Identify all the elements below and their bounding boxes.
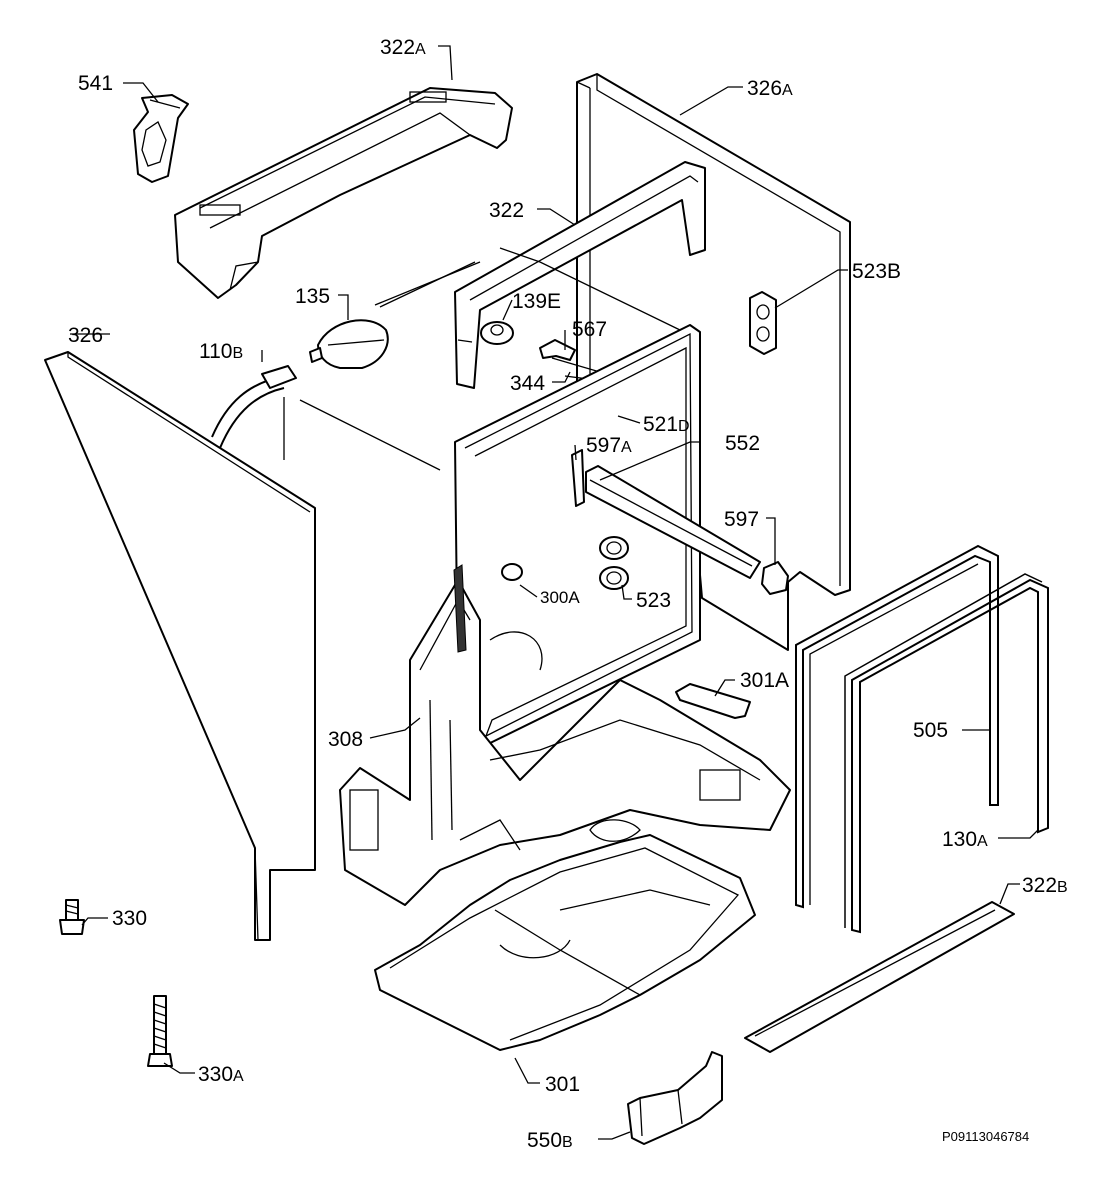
part-541-clip: [133, 94, 189, 183]
label-597a: 597A: [586, 434, 632, 457]
label-505: 505: [913, 719, 948, 742]
label-301: 301: [545, 1073, 580, 1096]
part-110b-hose: [211, 365, 297, 460]
part-523-nozzles: [599, 536, 629, 590]
label-523: 523: [636, 589, 671, 612]
label-130a: 130A: [942, 828, 988, 851]
label-330: 330: [112, 907, 147, 930]
label-326: 326: [68, 324, 103, 347]
part-130a-seal: [844, 573, 1049, 934]
part-135-dispenser: [309, 319, 389, 369]
part-139e-nut: [480, 321, 514, 345]
leader-lines: [70, 45, 1039, 1140]
part-523b-grommet: [749, 291, 777, 355]
part-301-base-tray: [374, 834, 756, 1051]
label-322: 322: [489, 199, 524, 222]
part-tub-front-frame: [454, 324, 701, 749]
label-541: 541: [78, 72, 113, 95]
label-597: 597: [724, 508, 759, 531]
label-301a: 301A: [740, 669, 789, 692]
diagram-code: P09113046784: [942, 1129, 1029, 1144]
part-308-base-assembly: [339, 564, 791, 906]
label-139e: 139E: [512, 290, 561, 313]
label-326a: 326A: [747, 77, 793, 100]
part-301a-cover: [675, 683, 751, 719]
part-330a-screw: [147, 995, 173, 1067]
label-567: 567: [572, 318, 607, 341]
part-597a-holder: [571, 449, 585, 507]
part-550b-bracket: [627, 1051, 723, 1145]
part-322a-top-bracket: [174, 87, 513, 299]
label-523b: 523B: [852, 260, 901, 283]
label-344: 344: [510, 372, 545, 395]
label-552: 552: [725, 432, 760, 455]
label-330a: 330A: [198, 1063, 244, 1086]
part-552-rail: [585, 465, 761, 579]
part-597-holder: [761, 561, 789, 595]
label-322a: 322A: [380, 36, 426, 59]
part-326-side-panel: [44, 351, 316, 941]
part-505-seal: [795, 544, 999, 909]
part-tub-body: [299, 247, 681, 471]
part-322b-rail: [744, 901, 1015, 1053]
label-135: 135: [295, 285, 330, 308]
part-labels: 541 322A 326A 322 523B 135 139E 567 326 …: [68, 36, 1068, 1152]
label-550b: 550B: [527, 1129, 573, 1152]
part-330-screw: [59, 899, 85, 935]
label-300a: 300A: [540, 588, 580, 607]
label-322b: 322B: [1022, 874, 1068, 897]
label-110b: 110B: [199, 340, 243, 363]
label-308: 308: [328, 728, 363, 751]
part-322-frame: [454, 161, 706, 389]
label-521d: 521D: [643, 413, 690, 436]
part-300a-screw: [501, 563, 523, 581]
